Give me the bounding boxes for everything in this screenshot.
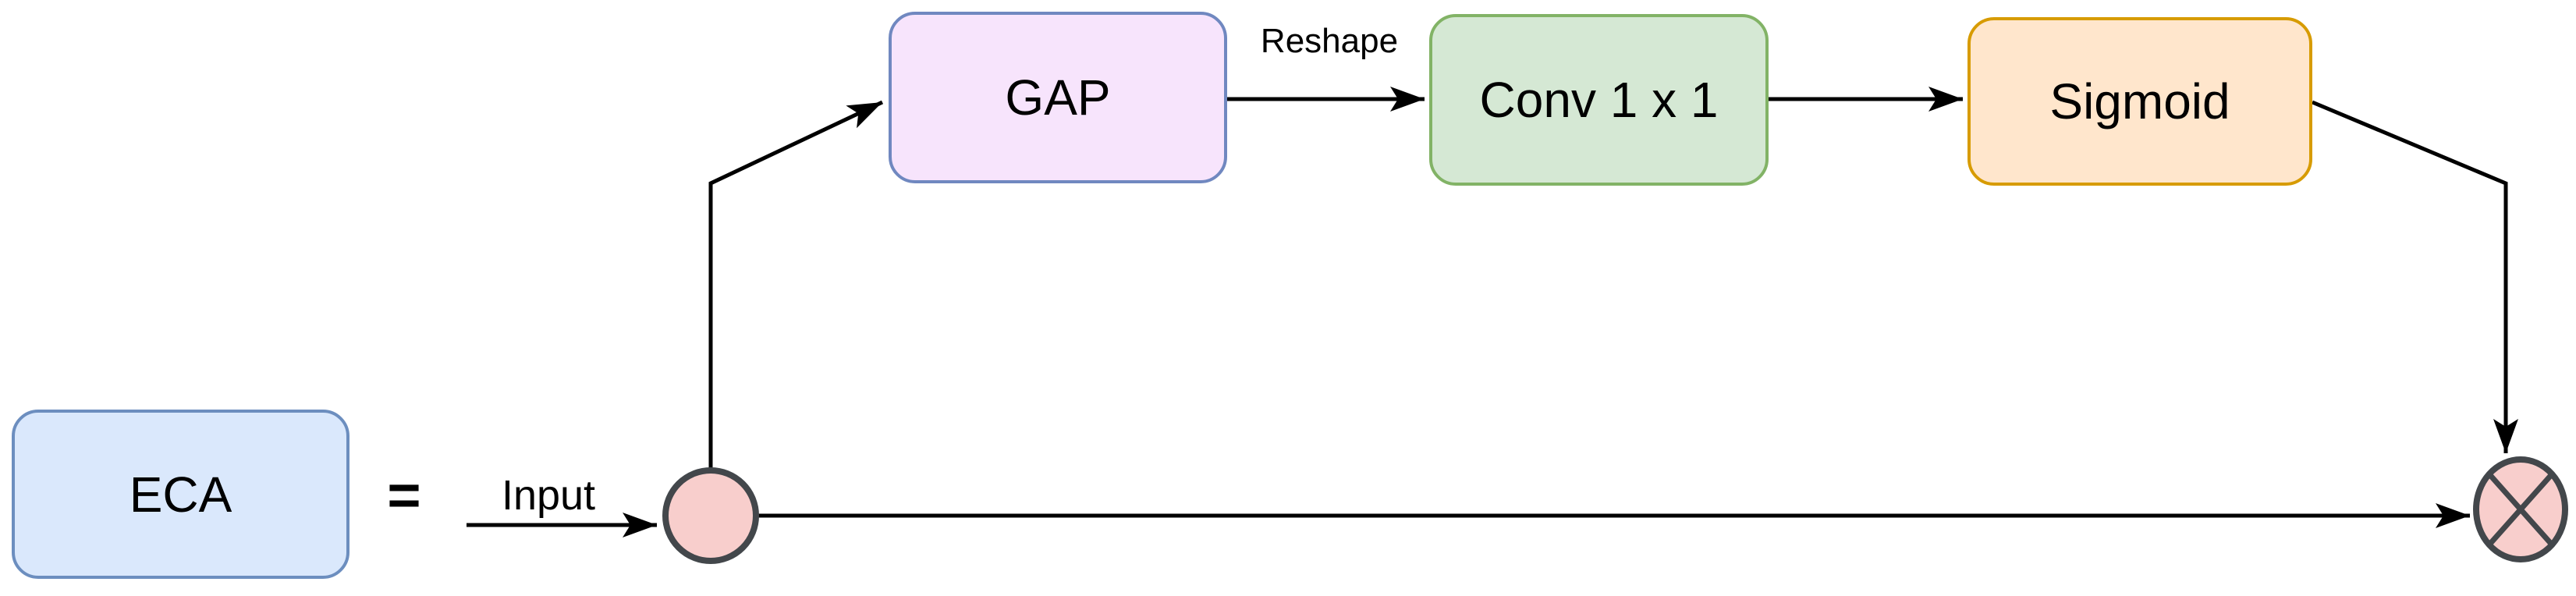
sigmoid-box: Sigmoid [1967,17,2312,186]
conv-box: Conv 1 x 1 [1429,14,1769,186]
multiply-node [2473,456,2568,562]
sigmoid-label: Sigmoid [2049,73,2230,129]
multiply-icon [2487,472,2554,547]
eca-label: ECA [129,466,232,523]
gap-box: GAP [889,12,1227,183]
gap-label: GAP [1005,69,1111,126]
equals-sign: = [387,463,421,527]
junction-to-gap-arrow [708,100,884,470]
sigmoid-to-multiply-arrow [2312,100,2518,453]
junction-node [662,467,759,564]
input-edge-label: Input [501,472,596,519]
conv-label: Conv 1 x 1 [1479,72,1719,128]
reshape-edge-label: Reshape [1260,22,1399,60]
eca-box: ECA [12,410,349,579]
